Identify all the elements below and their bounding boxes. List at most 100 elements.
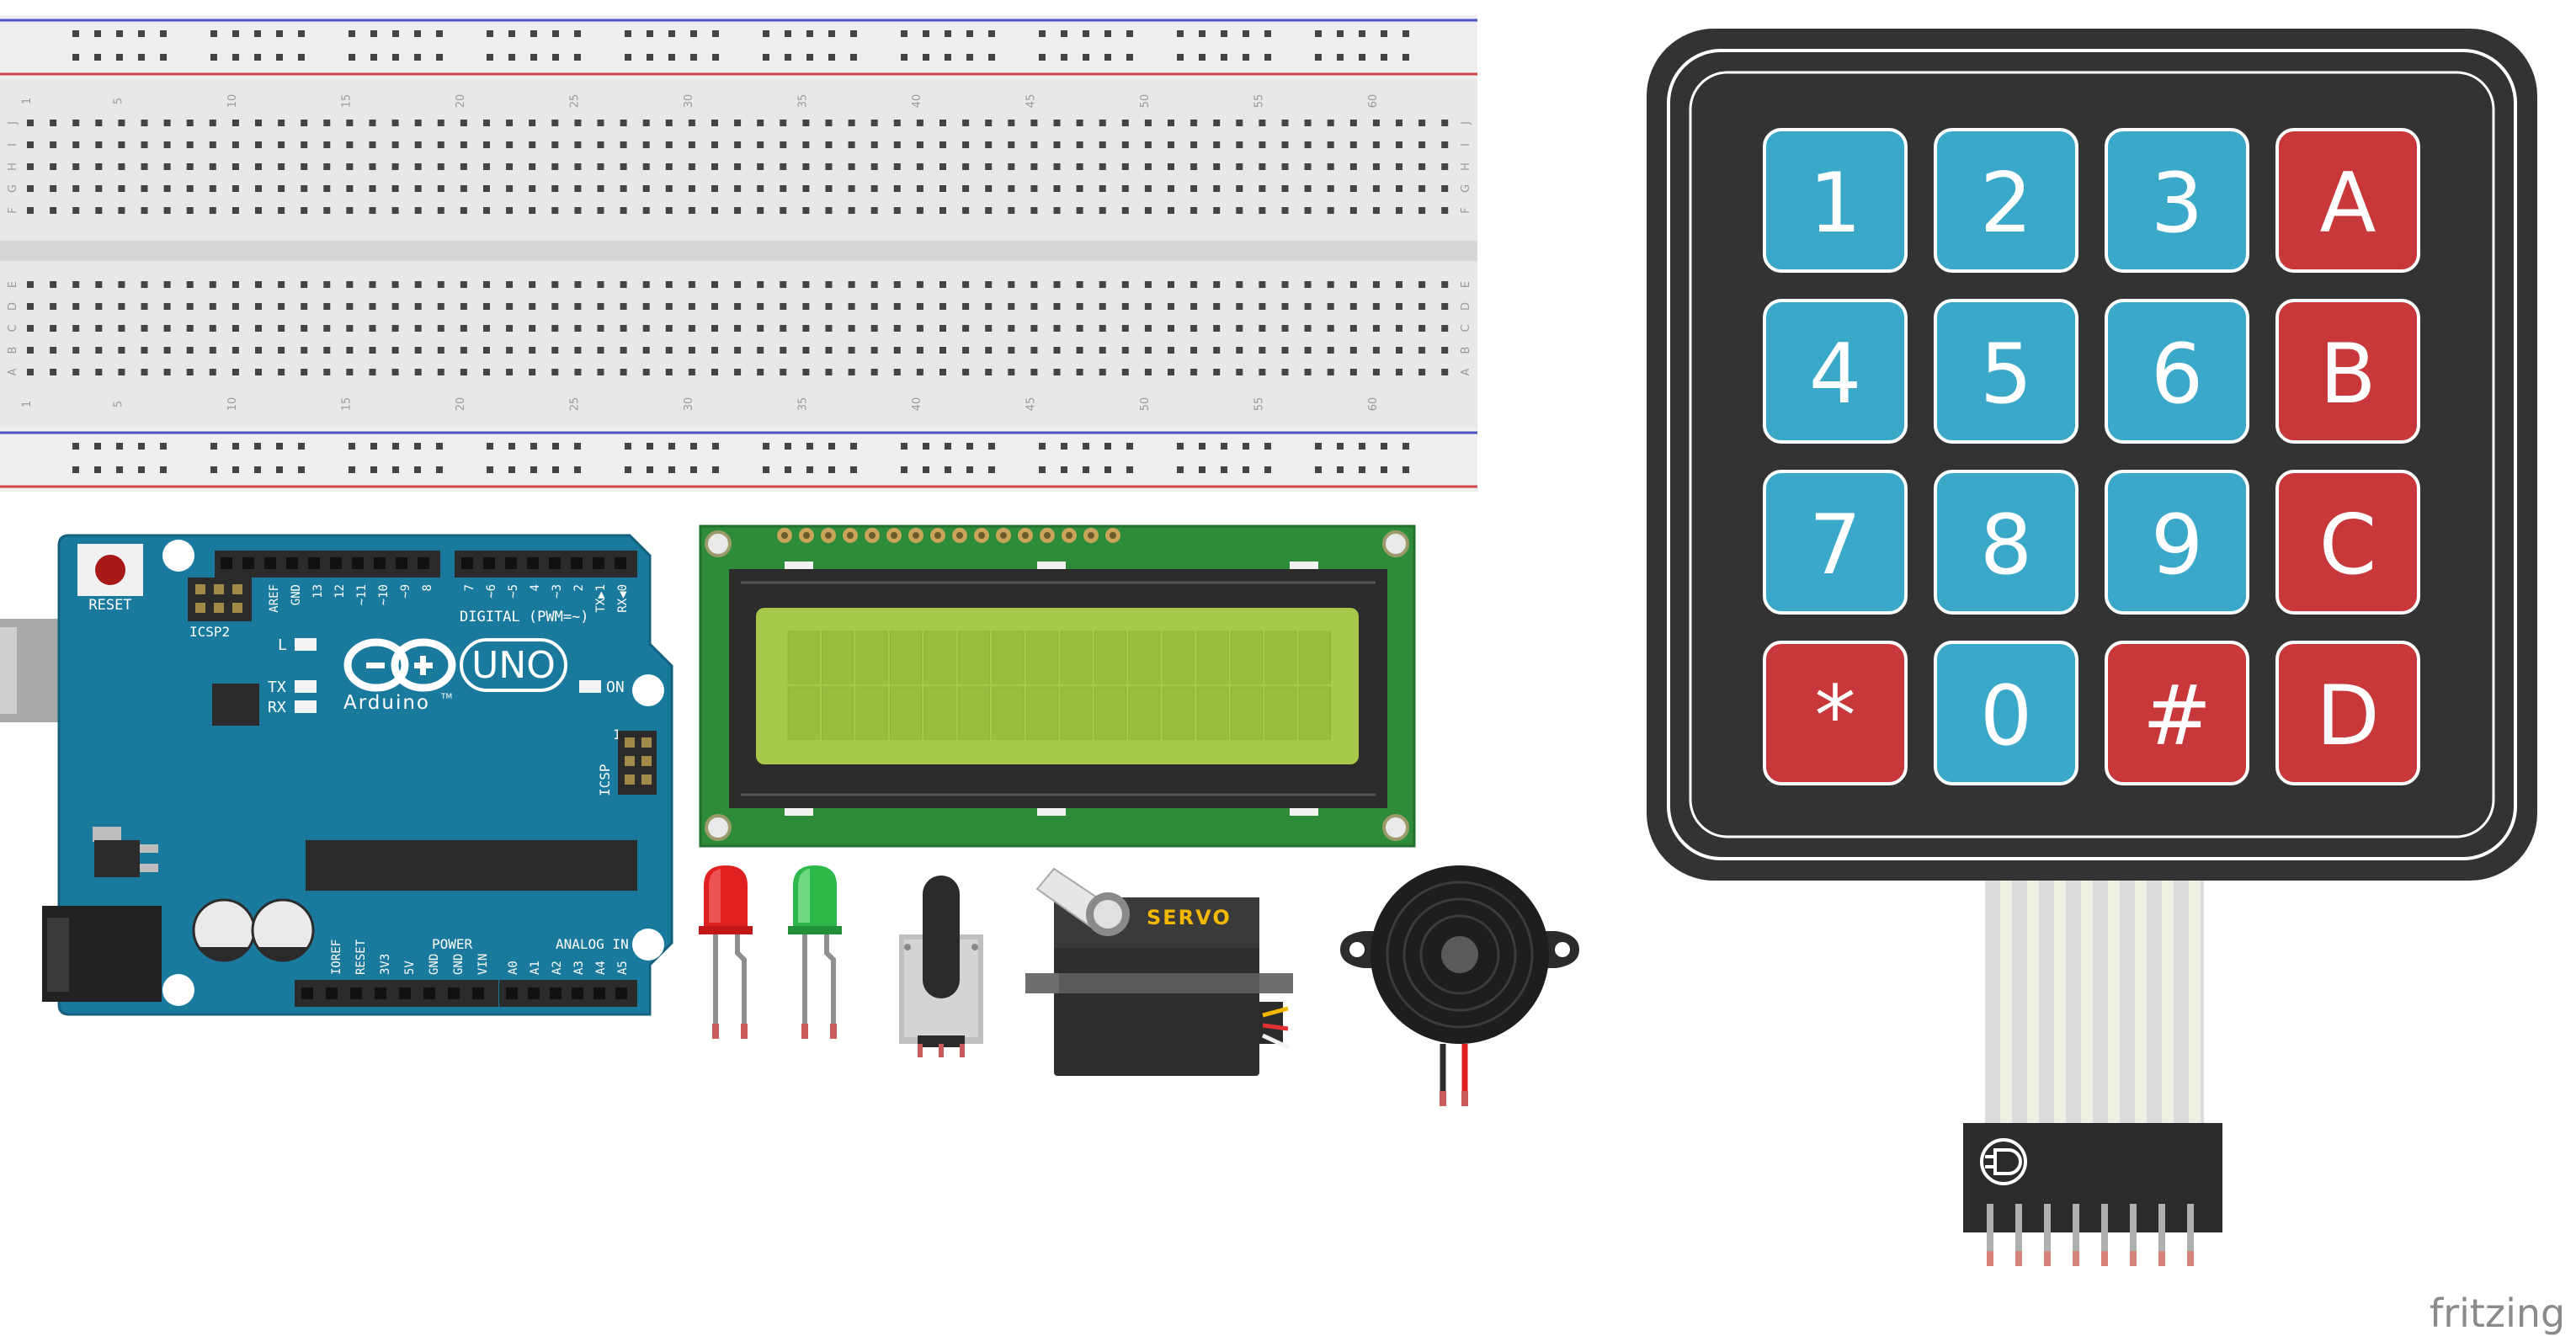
breadboard-hole: [1030, 347, 1038, 354]
fritzing-watermark: fritzing: [2430, 1291, 2565, 1336]
breadboard-hole: [278, 207, 285, 214]
key-cap[interactable]: [1763, 299, 1908, 444]
breadboard-hole: [209, 369, 216, 375]
keypad-key-5[interactable]: 5: [1934, 299, 2078, 444]
breadboard-hole: [118, 281, 125, 288]
key-cap[interactable]: [2275, 299, 2420, 444]
lcd-header-pins: [777, 528, 1120, 543]
breadboard-hole: [574, 347, 582, 354]
breadboard-hole: [825, 185, 833, 192]
breadboard-hole: [278, 141, 285, 148]
reset-button-cap: [95, 555, 125, 585]
connector-pin: [2015, 1204, 2022, 1251]
rail-hole: [1264, 466, 1271, 473]
keypad-key-4[interactable]: 4: [1763, 299, 1908, 444]
header-pin: [641, 774, 652, 785]
key-cap[interactable]: [1763, 641, 1908, 785]
breadboard-hole: [1213, 141, 1221, 148]
key-cap[interactable]: [1934, 299, 2078, 444]
atmega-chip: [306, 840, 637, 891]
key-cap[interactable]: [1934, 128, 2078, 273]
center-channel: [0, 241, 1477, 261]
keypad-key-D[interactable]: D: [2275, 641, 2420, 785]
ribbon-conductor: [2027, 881, 2039, 1125]
key-cap[interactable]: [1763, 128, 1908, 273]
breadboard-hole: [848, 185, 855, 192]
column-number: 5: [112, 98, 125, 104]
rail-hole: [945, 54, 951, 61]
rail-hole: [806, 30, 813, 37]
breadboard-hole: [916, 281, 923, 288]
breadboard-hole: [27, 347, 34, 354]
keypad-key-B[interactable]: B: [2275, 299, 2420, 444]
keypad-key-8[interactable]: 8: [1934, 470, 2078, 615]
header-pin: [399, 987, 411, 999]
l-led: [295, 638, 317, 651]
key-cap[interactable]: [2105, 299, 2249, 444]
breadboard-hole: [1372, 303, 1380, 310]
key-cap[interactable]: [1934, 641, 2078, 785]
key-cap[interactable]: [2105, 641, 2249, 785]
breadboard-hole: [1327, 325, 1334, 332]
rail-hole: [574, 30, 581, 37]
breadboard-hole: [1121, 325, 1129, 332]
rail-hole: [392, 54, 399, 61]
header-pin: [615, 557, 626, 569]
breadboard-hole: [232, 325, 239, 332]
breadboard-hole: [50, 185, 57, 192]
breadboard-hole: [916, 120, 923, 126]
key-cap[interactable]: [2105, 128, 2249, 273]
rail-hole: [1177, 54, 1184, 61]
analog-pin-label: A4: [594, 961, 608, 975]
breadboard-hole: [460, 141, 467, 148]
header-pin: [625, 737, 635, 748]
row-letter: F: [7, 207, 19, 213]
breadboard-hole: [893, 347, 901, 354]
keypad-key-C[interactable]: C: [2275, 470, 2420, 615]
keypad-key-3[interactable]: 3: [2105, 128, 2249, 273]
keypad-key-9[interactable]: 9: [2105, 470, 2249, 615]
breadboard-hole: [1396, 163, 1402, 170]
keypad-key-7[interactable]: 7: [1763, 470, 1908, 615]
breadboard-hole: [1281, 141, 1289, 148]
breadboard-hole: [734, 303, 742, 310]
key-cap[interactable]: [2275, 641, 2420, 785]
rail-hole: [370, 54, 377, 61]
breadboard-hole: [141, 120, 148, 126]
key-cap[interactable]: [2105, 470, 2249, 615]
key-cap[interactable]: [1763, 470, 1908, 615]
keypad-key-1[interactable]: 1: [1763, 128, 1908, 273]
breadboard-hole: [232, 369, 239, 375]
breadboard-hole: [1076, 120, 1083, 126]
digital-pin-label: ~10: [377, 584, 391, 605]
breadboard-hole: [232, 207, 239, 214]
mount-hole: [705, 814, 732, 841]
breadboard-hole: [916, 163, 923, 170]
rail-hole: [530, 443, 537, 450]
breadboard-hole: [27, 185, 34, 192]
keypad-key-2[interactable]: 2: [1934, 128, 2078, 273]
keypad-key-6[interactable]: 6: [2105, 299, 2249, 444]
breadboard-hole: [1441, 325, 1449, 332]
key-cap[interactable]: [2275, 470, 2420, 615]
digital-pin-label: 7: [463, 584, 476, 591]
rail-hole: [625, 443, 631, 450]
breadboard-hole: [825, 207, 833, 214]
keypad-key-A[interactable]: A: [2275, 128, 2420, 273]
breadboard-hole: [1168, 303, 1174, 310]
key-cap[interactable]: [2275, 128, 2420, 273]
keypad-key-0[interactable]: 0: [1934, 641, 2078, 785]
column-number: 30: [683, 397, 695, 412]
key-cap[interactable]: [1934, 470, 2078, 615]
digital-pin-label: ~11: [355, 584, 369, 605]
breadboard-hole: [1168, 347, 1174, 354]
piezo-buzzer: [1340, 865, 1579, 1106]
breadboard-hole: [255, 281, 262, 288]
breadboard-hole: [1304, 303, 1312, 310]
keypad-key-#[interactable]: #: [2105, 641, 2249, 785]
digital-header-pins: [221, 557, 626, 569]
breadboard-hole: [186, 185, 194, 192]
breadboard-hole: [369, 303, 376, 310]
keypad-key-*[interactable]: *: [1763, 641, 1908, 785]
breadboard-hole: [1418, 185, 1426, 192]
